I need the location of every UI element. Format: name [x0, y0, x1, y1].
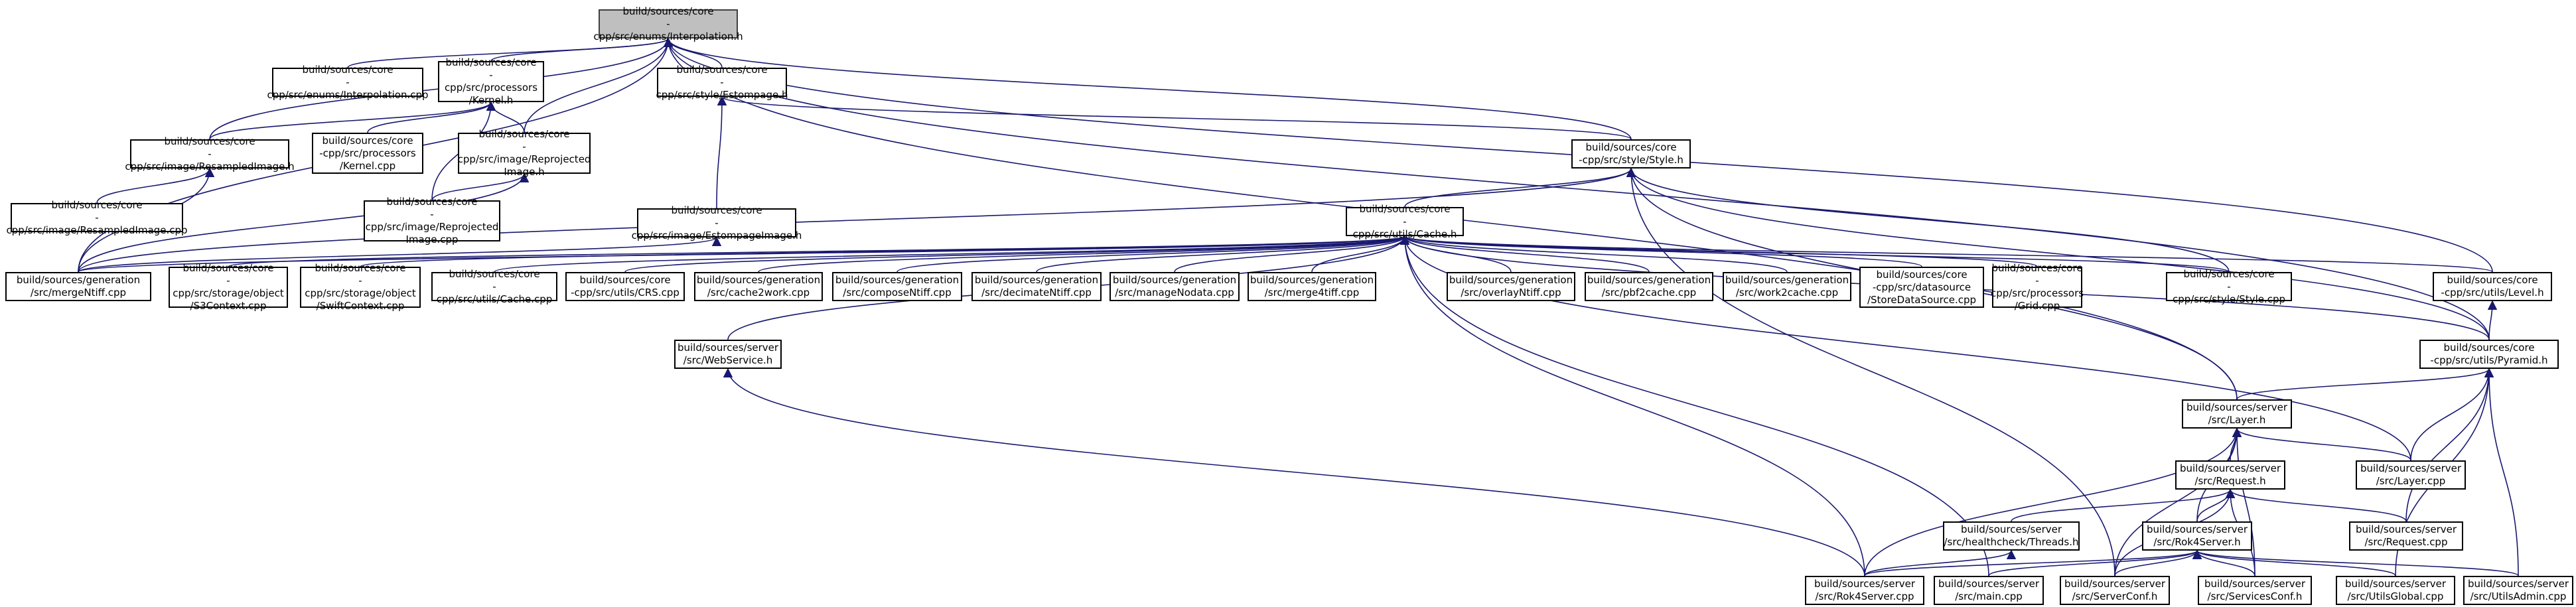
edge-73: [2192, 549, 2519, 576]
node-estompageimage-h[interactable]: build/sources/core -cpp/src/image/Estomp…: [631, 204, 802, 241]
node-level-h[interactable]: build/sources/core -cpp/src/utils/Level.…: [2433, 272, 2552, 301]
node-utilsadmin-cpp[interactable]: build/sources/server /src/UtilsAdmin.cpp: [2463, 576, 2573, 605]
edge-64: [2225, 488, 2407, 522]
edge-14: [716, 96, 727, 209]
edge-57: [2232, 427, 2411, 461]
node-storedatasource-cpp[interactable]: build/sources/core -cpp/src/datasource /…: [1859, 267, 1984, 308]
node-s3context-cpp[interactable]: build/sources/core -cpp/src/storage/obje…: [169, 262, 288, 312]
node-webservice-h[interactable]: build/sources/server /src/WebService.h: [674, 340, 782, 369]
edge-21: [78, 167, 1636, 273]
edge-26: [1626, 167, 2115, 576]
edge-35: [1174, 235, 1410, 273]
node-style-h[interactable]: build/sources/core -cpp/src/style/Style.…: [1571, 139, 1691, 169]
edge-43: [1400, 235, 2493, 273]
edge-5: [664, 37, 1632, 140]
edge-1: [490, 37, 673, 62]
edge-40: [1400, 235, 1922, 267]
node-merge4tiff-cpp[interactable]: build/sources/generation /src/merge4tiff…: [1248, 272, 1376, 301]
node-resampledimage-h[interactable]: build/sources/core -cpp/src/image/Resamp…: [125, 135, 295, 172]
node-decimatentiff-cpp[interactable]: build/sources/generation /src/decimateNt…: [971, 272, 1102, 301]
node-mergentiff-cpp[interactable]: build/sources/generation /src/mergeNtiff…: [5, 272, 151, 301]
edge-20: [78, 236, 721, 273]
node-kernel-cpp[interactable]: build/sources/core -cpp/src/processors /…: [312, 133, 423, 174]
node-kernel-h[interactable]: build/sources/core -cpp/src/processors /…: [438, 56, 544, 106]
edge-34: [1036, 235, 1409, 273]
node-servicesconf-h[interactable]: build/sources/server /src/ServicesConf.h: [2198, 576, 2312, 605]
edge-11: [367, 101, 496, 133]
node-grid-cpp[interactable]: build/sources/core -cpp/src/processors /…: [1990, 262, 2084, 312]
edge-49: [723, 368, 1865, 576]
node-estompage-h[interactable]: build/sources/core -cpp/src/style/Estomp…: [656, 63, 788, 101]
node-overlayntiff-cpp[interactable]: build/sources/generation /src/overlayNti…: [1447, 272, 1575, 301]
edge-63: [2196, 488, 2236, 522]
node-request-h[interactable]: build/sources/server /src/Request.h: [2175, 460, 2285, 490]
node-work2cache-cpp[interactable]: build/sources/generation /src/work2cache…: [1723, 272, 1851, 301]
edge-55: [2484, 368, 2519, 576]
node-managenodata-cpp[interactable]: build/sources/generation /src/manageNoda…: [1109, 272, 1240, 301]
edge-39: [1400, 235, 1788, 273]
node-utilsglobal-cpp[interactable]: build/sources/server /src/UtilsGlobal.cp…: [2336, 576, 2455, 605]
edge-50: [2487, 300, 2498, 340]
edge-30: [494, 235, 1409, 273]
edge-59: [1864, 427, 2242, 576]
edge-67: [1864, 549, 2017, 576]
edge-4: [524, 37, 674, 133]
node-interpolation-h[interactable]: build/sources/core -cpp/src/enums/Interp…: [593, 5, 743, 42]
edge-7: [663, 37, 2490, 340]
edge-52: [2410, 368, 2494, 461]
edge-69: [1988, 549, 2202, 576]
edge-51: [2236, 368, 2494, 400]
node-interpolation-cpp[interactable]: build/sources/core -cpp/src/enums/Interp…: [267, 63, 429, 101]
node-reprojectedimage-cpp[interactable]: build/sources/core -cpp/src/image/Reproj…: [364, 196, 500, 245]
node-layer-h[interactable]: build/sources/server /src/Layer.h: [2182, 399, 2292, 429]
node-composentiff-cpp[interactable]: build/sources/generation /src/composeNti…: [832, 272, 962, 301]
node-main-cpp[interactable]: build/sources/server /src/main.cpp: [1934, 576, 2044, 605]
edge-60: [2114, 427, 2242, 576]
edge-38: [1399, 235, 1650, 273]
node-crs-cpp[interactable]: build/sources/core -cpp/src/utils/CRS.cp…: [565, 272, 685, 301]
edge-10: [209, 101, 496, 140]
node-layer-cpp[interactable]: build/sources/server /src/Layer.cpp: [2356, 460, 2466, 490]
edge-68: [1864, 549, 2202, 576]
edge-47: [1399, 235, 1989, 576]
edge-29: [360, 235, 1409, 267]
node-resampledimage-cpp[interactable]: build/sources/core -cpp/src/image/Resamp…: [6, 198, 188, 236]
node-style-cpp[interactable]: build/sources/core -cpp/src/style/Style.…: [2166, 268, 2292, 305]
edge-23: [1626, 167, 2230, 273]
node-rok4server-h[interactable]: build/sources/server /src/Rok4Server.h: [2142, 521, 2252, 551]
edge-16: [96, 167, 215, 204]
edge-19: [78, 172, 530, 273]
node-serverconf-h[interactable]: build/sources/server /src/ServerConf.h: [2060, 576, 2170, 605]
node-reprojectedimage-h[interactable]: build/sources/core -cpp/src/image/Reproj…: [457, 128, 591, 178]
node-cache2work-cpp[interactable]: build/sources/generation /src/cache2work…: [694, 272, 823, 301]
edge-31: [624, 235, 1409, 273]
node-swiftcontext-cpp[interactable]: build/sources/core -cpp/src/storage/obje…: [300, 262, 421, 312]
edge-24: [1626, 167, 2490, 340]
edge-72: [2192, 549, 2396, 576]
edge-46: [1399, 235, 1865, 576]
node-cache-h[interactable]: build/sources/core -cpp/src/utils/Cache.…: [1346, 203, 1464, 240]
edge-62: [2011, 488, 2236, 522]
node-rok4server-cpp[interactable]: build/sources/server /src/Rok4Server.cpp: [1805, 576, 1924, 605]
edge-33: [896, 235, 1409, 273]
node-threads-h[interactable]: build/sources/server /src/healthcheck/Th…: [1943, 521, 2080, 551]
edge-32: [758, 235, 1409, 273]
edge-61: [2232, 427, 2255, 576]
edge-22: [1404, 167, 1636, 208]
node-request-cpp[interactable]: build/sources/server /src/Request.cpp: [2349, 521, 2463, 551]
edge-15: [717, 96, 1632, 140]
node-pyramid-h[interactable]: build/sources/core -cpp/src/utils/Pyrami…: [2419, 340, 2559, 369]
edge-42: [1400, 235, 2230, 273]
edge-53: [2405, 368, 2494, 522]
node-cache-cpp[interactable]: build/sources/core -cpp/src/utils/Cache.…: [431, 268, 557, 305]
node-pbf2cache-cpp[interactable]: build/sources/generation /src/pbf2cache.…: [1585, 272, 1713, 301]
